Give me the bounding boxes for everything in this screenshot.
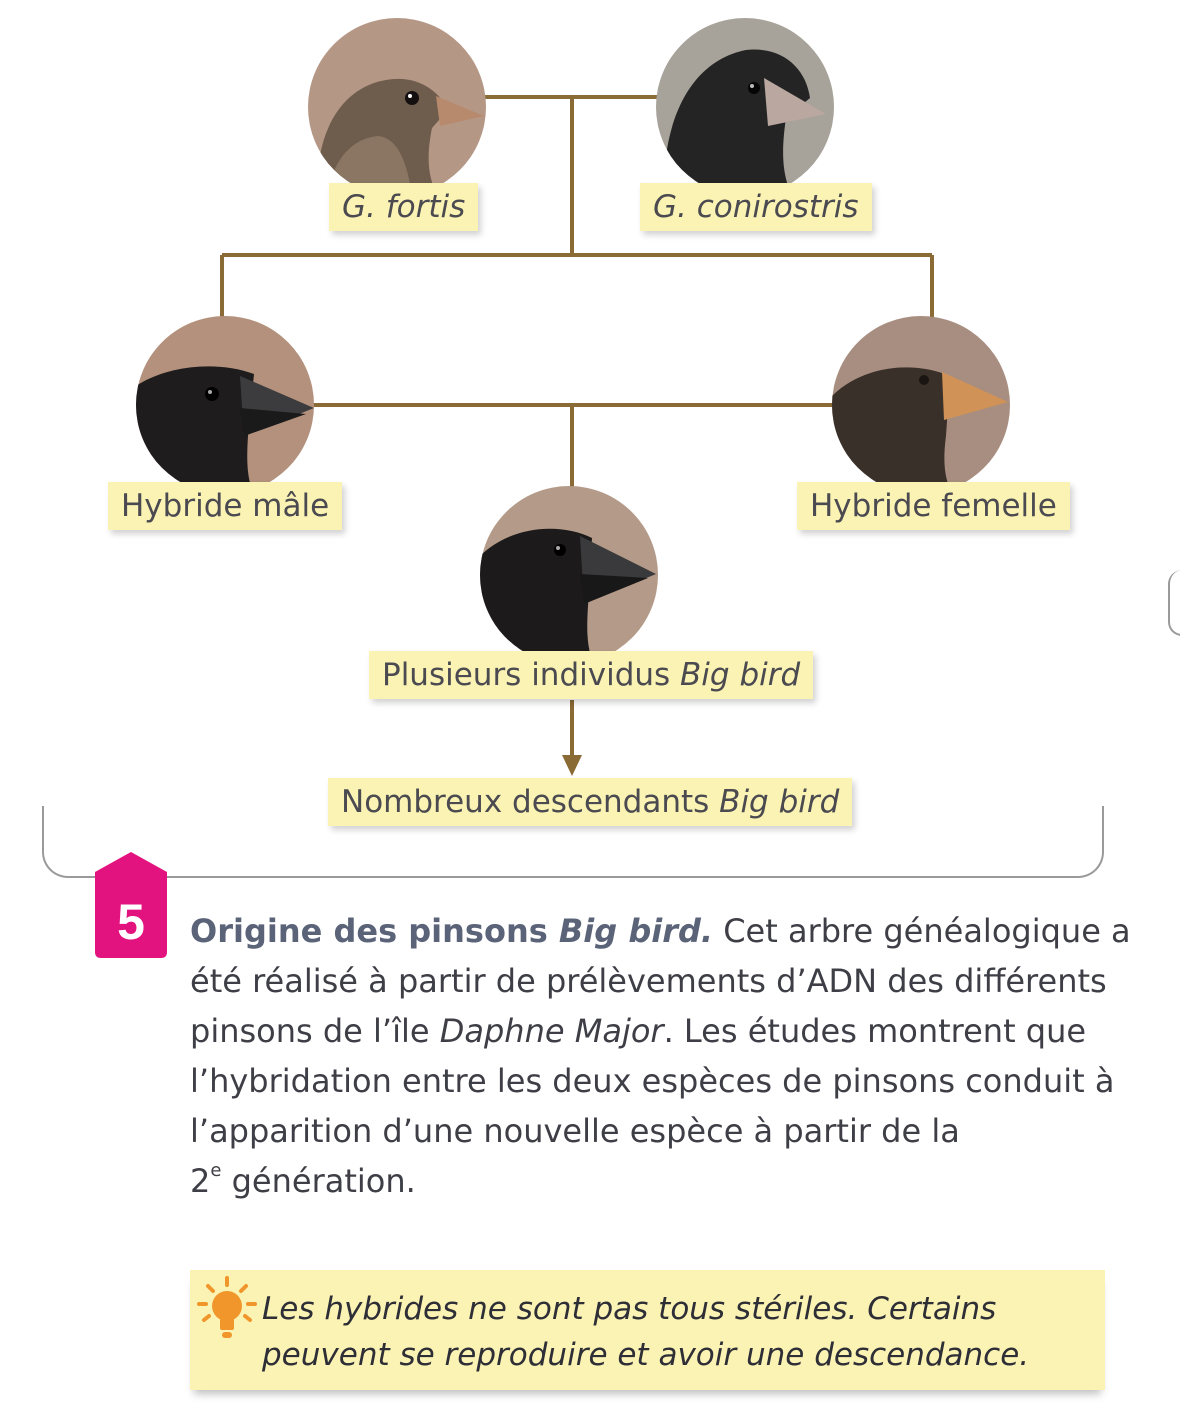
finch-black-icon: [656, 18, 834, 196]
label-g-fortis: G. fortis: [329, 183, 479, 231]
label-g-conirostris: G. conirostris: [640, 183, 872, 231]
figure-number: 5: [117, 894, 145, 950]
finch-photo-g-fortis: [308, 18, 486, 196]
finch-photo-g-conirostris: [656, 18, 834, 196]
caption-title: Origine des pinsons Big bird.: [190, 912, 714, 950]
figure-number-badge: [95, 852, 167, 958]
tip-text: Les hybrides ne sont pas tous stériles. …: [262, 1291, 1030, 1373]
finch-photo-big-bird: [480, 486, 658, 664]
label-hybrid-male: Hybride mâle: [108, 482, 343, 530]
finch-brown-icon: [308, 18, 486, 196]
label-hybrid-female: Hybride femelle: [797, 482, 1070, 530]
lightbulb-icon: [197, 1276, 257, 1338]
finch-black-icon: [136, 316, 314, 494]
finch-photo-hybrid-female: [832, 316, 1010, 494]
page-edge-mark: [1168, 570, 1180, 636]
figure-frame: [42, 806, 1104, 878]
tip-box: [190, 1270, 1105, 1390]
label-big-bird-individuals: Plusieurs individus Big bird: [369, 651, 814, 699]
figure-caption: Origine des pinsons Big bird. Cet arbre …: [190, 912, 1131, 1200]
finch-dark-brown-icon: [832, 316, 1010, 494]
finch-black-icon: [480, 486, 658, 664]
finch-photo-hybrid-male: [136, 316, 314, 494]
family-tree-connectors: [220, 95, 934, 776]
label-big-bird-descendants: Nombreux descendants Big bird: [328, 778, 853, 826]
